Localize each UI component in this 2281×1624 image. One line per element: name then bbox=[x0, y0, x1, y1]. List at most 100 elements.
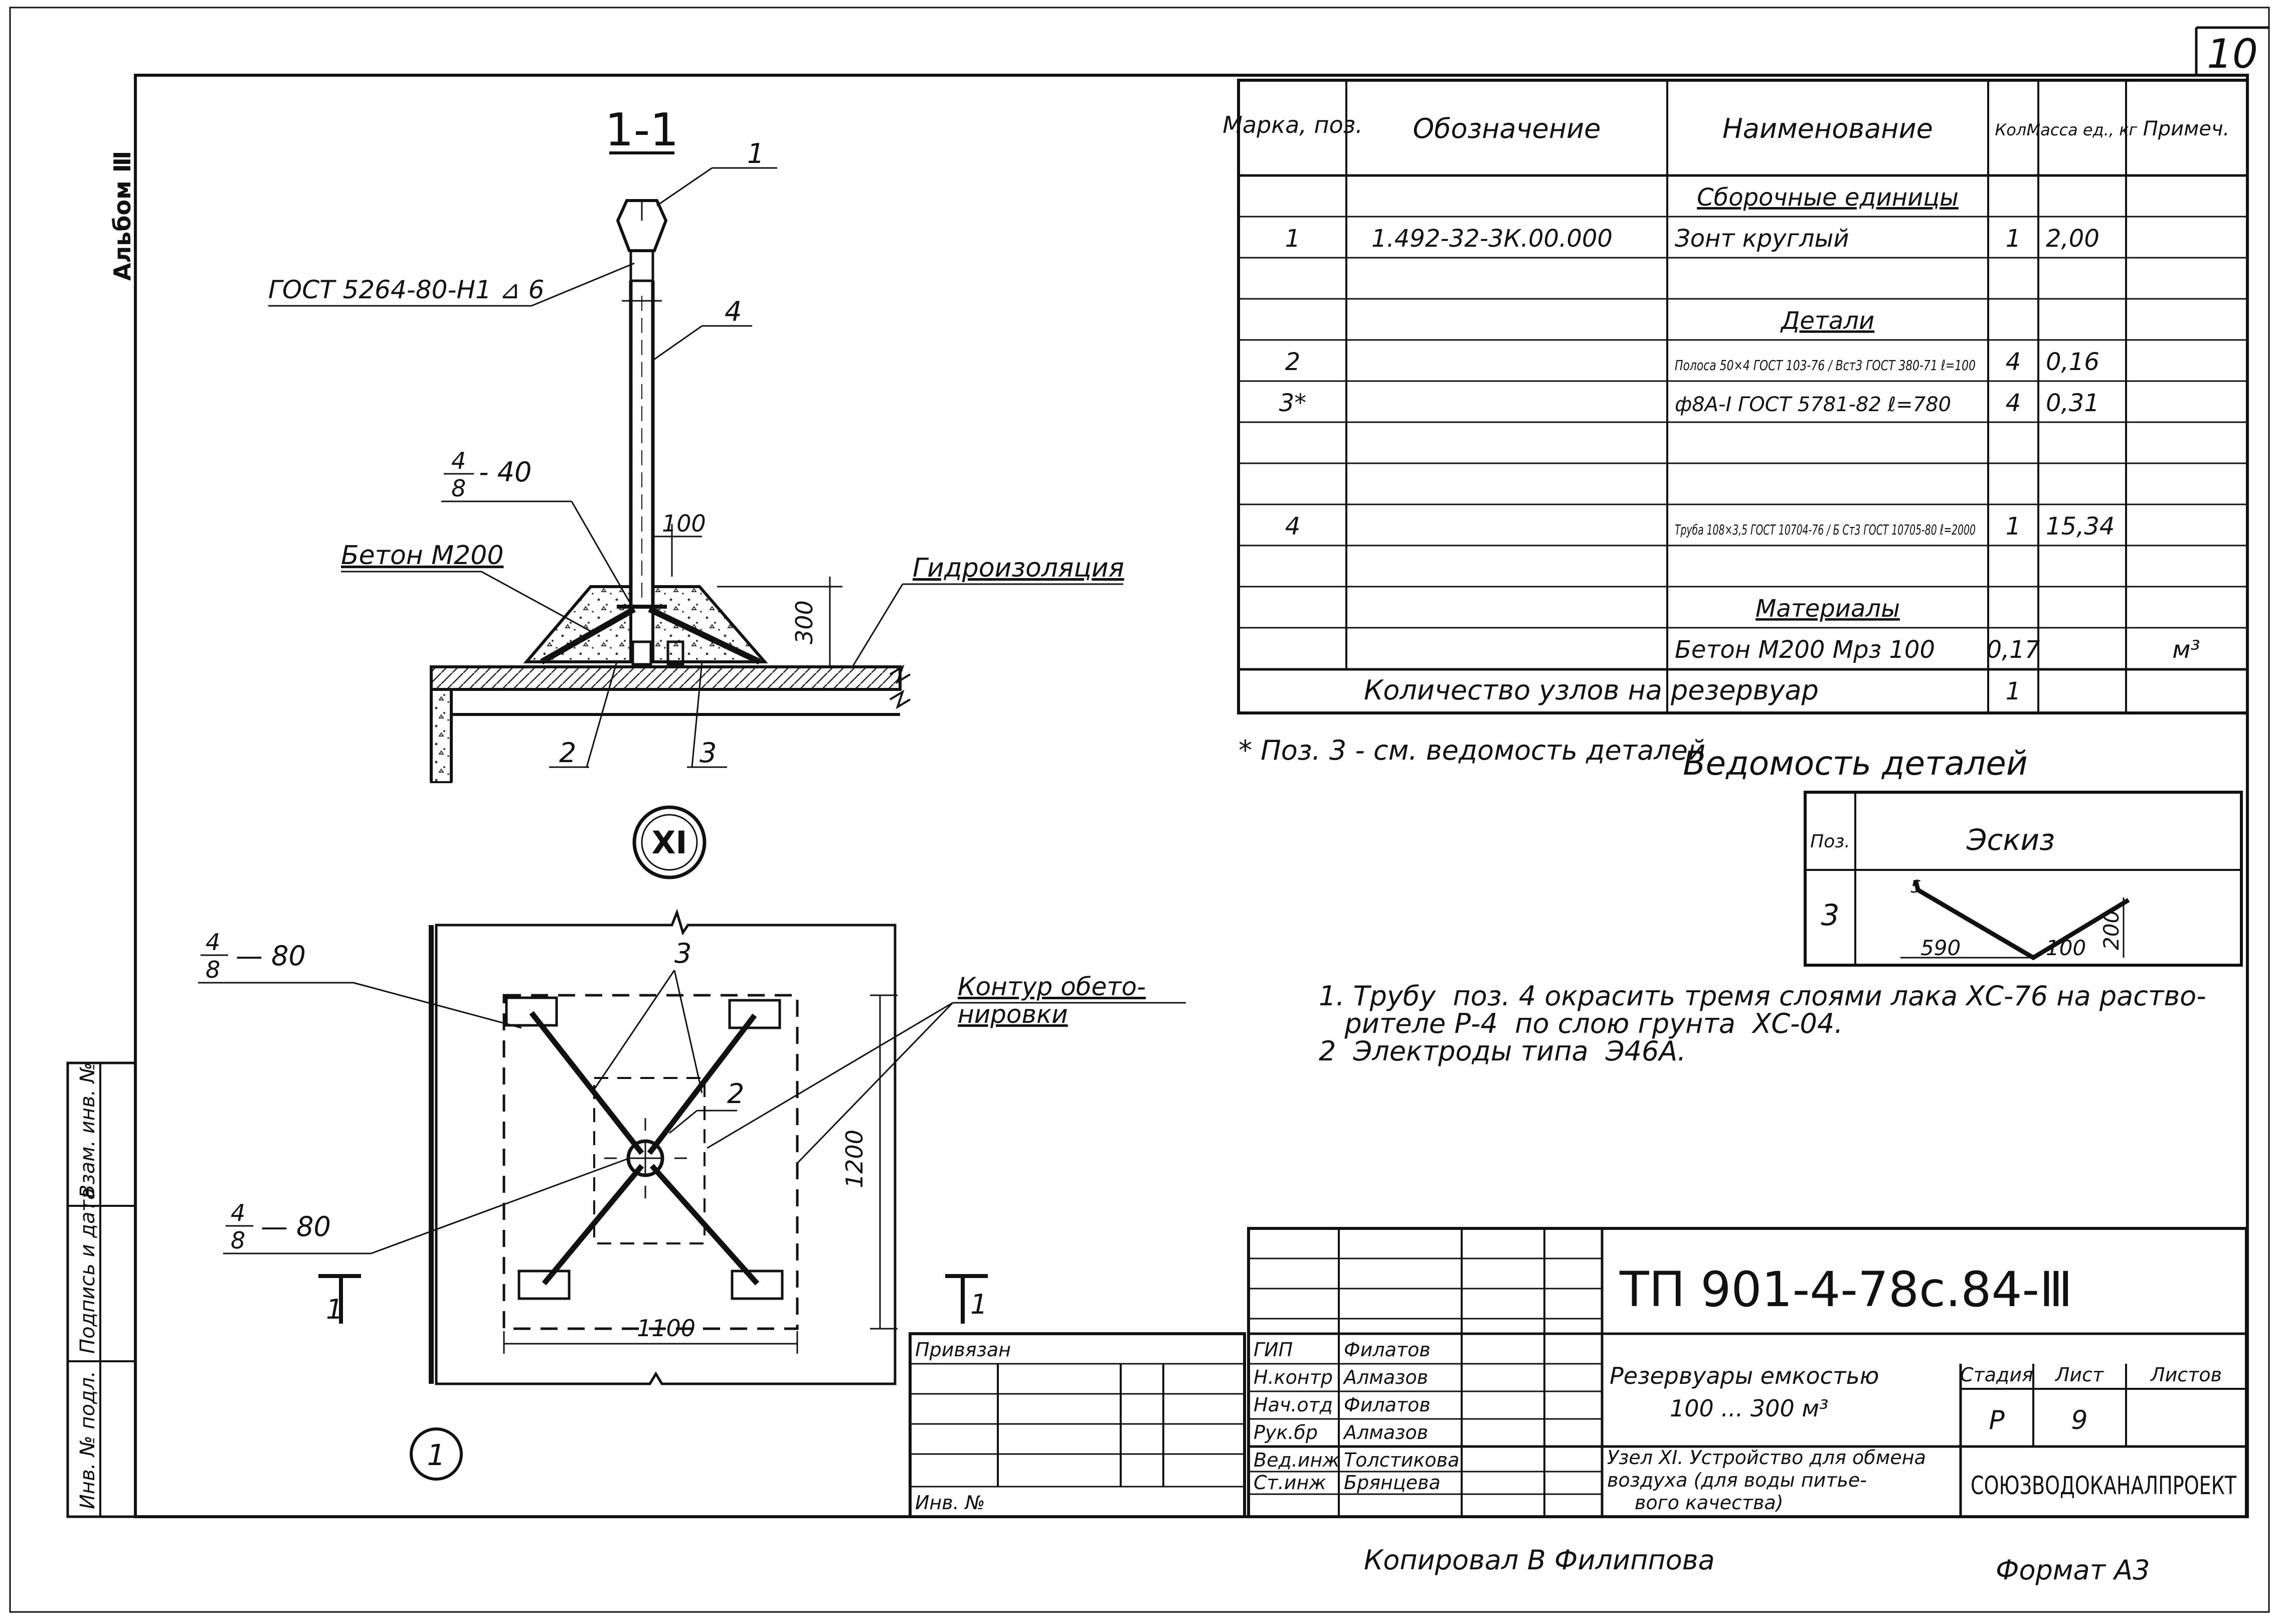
dim-300: 300 bbox=[791, 600, 818, 644]
plan-weld-top-num: 4 bbox=[206, 929, 220, 956]
spec-cell-name: Сборочные единицы bbox=[1697, 184, 1959, 212]
page-number-box: 10 bbox=[2195, 26, 2269, 77]
spec-cell-qty: 4 bbox=[2006, 389, 2021, 417]
contour-label-2: нировки bbox=[958, 1000, 1068, 1029]
details-dim-5: 5 bbox=[1910, 877, 1921, 897]
sheet-value: 9 bbox=[2071, 1405, 2087, 1435]
privyazan-label: Привязан bbox=[915, 1339, 1011, 1361]
plan-outline bbox=[435, 909, 897, 1385]
spec-cell-note: м³ bbox=[2172, 636, 2200, 664]
note-2: 2 Электроды типа Э46А. bbox=[1319, 1035, 1686, 1067]
staff-role: Нач.отд bbox=[1254, 1394, 1333, 1416]
concrete-label: Бетон М200 bbox=[341, 540, 503, 571]
spec-cell-qty: 1 bbox=[2006, 512, 2021, 540]
sheet-title-3: вого качества) bbox=[1635, 1492, 1784, 1514]
header-name: Наименование bbox=[1722, 113, 1933, 144]
spec-cell-qty: 0,17 bbox=[1987, 636, 2040, 664]
plan-weld-top-den: 8 bbox=[206, 956, 220, 983]
view-mark-circle bbox=[410, 1427, 463, 1481]
spec-cell-mark: 4 bbox=[1285, 512, 1301, 540]
spec-table: Марка, поз. Обозначение Наименование Кол… bbox=[1222, 79, 2249, 714]
outer-border bbox=[9, 7, 2270, 1613]
spec-cell-mass: 0,31 bbox=[2046, 389, 2099, 417]
header-qty: Кол. bbox=[1995, 120, 2032, 139]
plan-pos-2: 2 bbox=[727, 1078, 744, 1110]
pos-2-label: 2 bbox=[559, 737, 576, 769]
plan-weld-bot-len: — 80 bbox=[261, 1211, 331, 1242]
spec-cell-mass: 15,34 bbox=[2046, 512, 2115, 540]
rod-sketch bbox=[1913, 879, 2130, 961]
inv-no-label: Инв. № bbox=[915, 1492, 985, 1514]
concrete-mound bbox=[523, 585, 768, 663]
spec-cell-mass: 0,16 bbox=[2046, 348, 2099, 376]
weld-40-len: - 40 bbox=[479, 456, 532, 488]
album-label: Альбом Ⅲ bbox=[109, 151, 136, 281]
staff-name: Филатов bbox=[1344, 1394, 1431, 1416]
total-label: Количество узлов на резервуар bbox=[1364, 674, 1819, 706]
sheet-label: Лист bbox=[2054, 1364, 2104, 1386]
gost-weld-label: ГОСТ 5264-80-Н1 ⊿ 6 bbox=[268, 275, 544, 304]
view-mark: 1 bbox=[427, 1438, 446, 1472]
doc-code: ТП 901-4-78с.84-Ⅲ bbox=[1619, 1261, 2072, 1318]
page-number: 10 bbox=[2207, 31, 2258, 77]
stamp-replacement-inv: Взам. инв. № bbox=[76, 1062, 99, 1198]
vent-pipe bbox=[622, 281, 662, 609]
sheets-label: Листов bbox=[2150, 1364, 2222, 1386]
stamp-inv-original: Инв. № подл. bbox=[76, 1371, 99, 1509]
header-note: Примеч. bbox=[2143, 117, 2230, 140]
spec-cell-mark: 3* bbox=[1279, 389, 1307, 417]
header-mass: Масса ед., кг bbox=[2027, 120, 2138, 139]
total-qty: 1 bbox=[2006, 677, 2021, 705]
details-col-pos: Поз. bbox=[1810, 831, 1850, 852]
sheet-title-1: Узел XI. Устройство для обмена bbox=[1607, 1447, 1926, 1469]
spec-cell-qty: 1 bbox=[2006, 225, 2021, 253]
spec-cell-designation: 1.492-32-3К.00.000 bbox=[1371, 225, 1613, 253]
details-title: Ведомость деталей bbox=[1683, 744, 2028, 783]
cut-left-label: 1 bbox=[326, 1294, 343, 1325]
copied-by: Копировал В Филиппова bbox=[1364, 1544, 1715, 1576]
staff-name: Алмазов bbox=[1342, 1421, 1428, 1443]
spec-cell-mass: 2,00 bbox=[2046, 225, 2099, 253]
staff-role: Вед.инж bbox=[1254, 1449, 1340, 1471]
details-col-sketch: Эскиз bbox=[1966, 823, 2055, 857]
dim-100: 100 bbox=[662, 510, 706, 537]
cut-right-label: 1 bbox=[970, 1289, 987, 1320]
plan-weld-bot-den: 8 bbox=[231, 1227, 245, 1254]
details-row-pos: 3 bbox=[1821, 898, 1840, 932]
contour-inner bbox=[593, 1077, 706, 1244]
footnote: * Поз. 3 - см. ведомость деталей bbox=[1239, 735, 1705, 766]
spec-cell-name: Полоса 50×4 ГОСТ 103-76 / Вст3 ГОСТ 380-… bbox=[1675, 357, 1976, 374]
dim-1200: 1200 bbox=[841, 1130, 868, 1188]
pos-1-label: 1 bbox=[747, 138, 764, 169]
header-mark: Марка, поз. bbox=[1222, 111, 1363, 138]
stamp-signature-date: Подпись и дата bbox=[76, 1188, 99, 1354]
waterproofing-label: Гидроизоляция bbox=[913, 553, 1124, 583]
spec-cell-name: ф8А-I ГОСТ 5781-82 ℓ=780 bbox=[1675, 393, 1951, 416]
plan-weld-bot-num: 4 bbox=[231, 1199, 245, 1226]
contour-label-1: Контур обето- bbox=[958, 972, 1146, 1001]
note-1b: рителе Р-4 по слою грунта ХС-04. bbox=[1319, 1008, 1843, 1039]
staff-role: Ст.инж bbox=[1254, 1472, 1326, 1494]
staff-name: Толстикова bbox=[1344, 1449, 1459, 1471]
pos-3-label: 3 bbox=[699, 737, 717, 769]
contour-outer bbox=[502, 994, 799, 1330]
spec-cell-qty: 4 bbox=[2006, 348, 2021, 376]
stage-value: Р bbox=[1989, 1405, 2005, 1435]
details-dim-590: 590 bbox=[1920, 936, 1961, 960]
spec-cell-name: Труба 108×3,5 ГОСТ 10704-76 / Б Ст3 ГОСТ… bbox=[1675, 521, 1976, 538]
plan-pos-3: 3 bbox=[674, 938, 691, 969]
plan-weld-top-len: — 80 bbox=[236, 940, 306, 972]
plan-view: 4 8 — 80 4 8 — 80 3 2 Контур обето- ниро… bbox=[198, 909, 1186, 1481]
roof-slab bbox=[430, 665, 902, 691]
organization: СОЮЗВОДОКАНАЛПРОЕКТ bbox=[1971, 1471, 2236, 1500]
section-1-1: 1-1 300 100 bbox=[268, 104, 1124, 879]
details-dim-200: 200 bbox=[2099, 910, 2124, 950]
note-1a: 1. Трубу поз. 4 окрасить тремя слоями ла… bbox=[1319, 980, 2206, 1012]
object-line-1: Резервуары емкостью bbox=[1610, 1362, 1879, 1389]
spec-cell-mark: 1 bbox=[1285, 225, 1301, 253]
spec-cell-name: Детали bbox=[1780, 307, 1874, 335]
staff-role: Н.контр bbox=[1254, 1366, 1333, 1388]
details-dim-100: 100 bbox=[2046, 936, 2086, 960]
left-stamp: Инв. № подл. Подпись и дата Взам. инв. № bbox=[66, 1061, 137, 1518]
